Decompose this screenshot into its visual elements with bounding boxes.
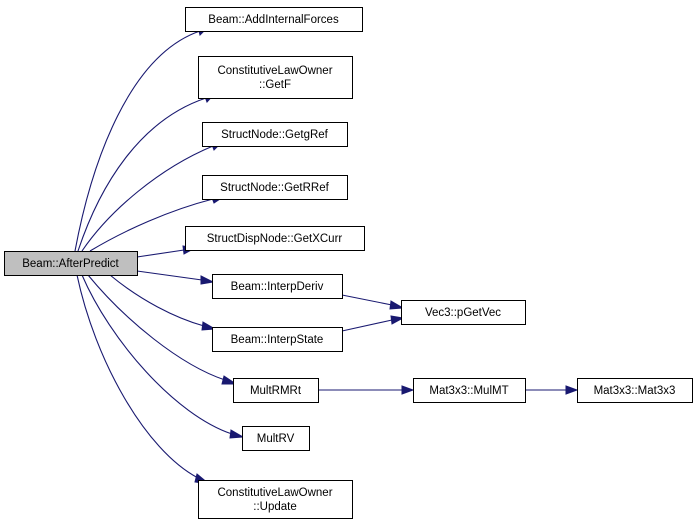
node-label: MultRV xyxy=(257,433,295,445)
node-mat3x3-mat3x3[interactable]: Mat3x3::Mat3x3 xyxy=(577,378,693,403)
arrowhead-icon xyxy=(401,385,415,395)
edge-root-to-n8 xyxy=(87,274,238,385)
node-beam-interpderiv[interactable]: Beam::InterpDeriv xyxy=(212,274,343,299)
node-box[interactable] xyxy=(185,226,365,251)
node-box[interactable] xyxy=(198,480,353,519)
node-label: ConstitutiveLawOwner xyxy=(217,487,332,499)
edge-line xyxy=(136,270,203,281)
node-label: Mat3x3::Mat3x3 xyxy=(594,385,676,397)
node-label: MultRMRt xyxy=(250,385,302,397)
arrowhead-icon xyxy=(221,375,238,385)
node-constitutivelawowner-update[interactable]: ConstitutiveLawOwner::Update xyxy=(198,480,353,519)
node-multrmrt[interactable]: MultRMRt xyxy=(233,378,319,403)
edge-line xyxy=(74,30,201,252)
edge-line xyxy=(87,274,226,381)
edge-line xyxy=(89,198,214,252)
node-label: Beam::AddInternalForces xyxy=(208,14,339,26)
edge-line xyxy=(341,319,393,332)
node-label: Mat3x3::MulMT xyxy=(429,385,508,397)
node-structdispnode-getxcurr[interactable]: StructDispNode::GetXCurr xyxy=(185,226,365,251)
edge-line xyxy=(76,274,199,479)
node-multrv[interactable]: MultRV xyxy=(242,426,310,451)
node-box[interactable] xyxy=(212,327,343,352)
node-structnode-getrref[interactable]: StructNode::GetRRef xyxy=(202,175,348,200)
node-box[interactable] xyxy=(202,175,348,200)
node-box[interactable] xyxy=(4,251,138,276)
node-label: ::GetF xyxy=(259,79,291,91)
node-beam-afterpredict[interactable]: Beam::AfterPredict xyxy=(4,251,138,276)
edge-line xyxy=(81,145,214,252)
node-beam-interpstate[interactable]: Beam::InterpState xyxy=(212,327,343,352)
edge-n7-to-n11 xyxy=(341,315,405,332)
node-label: StructNode::GetRRef xyxy=(220,182,329,194)
node-constitutivelawowner-getf[interactable]: ConstitutiveLawOwner::GetF xyxy=(198,56,353,99)
edge-n8-to-n12 xyxy=(318,385,415,395)
node-label: StructDispNode::GetXCurr xyxy=(207,233,343,245)
nodes-layer: Beam::AfterPredict Beam::AddInternalForce… xyxy=(4,7,693,519)
node-box[interactable] xyxy=(202,122,348,147)
arrowhead-icon xyxy=(390,315,405,325)
edge-root-to-n6 xyxy=(136,270,215,285)
arrowhead-icon xyxy=(229,429,245,439)
edge-n12-to-n13 xyxy=(525,385,579,395)
node-label: Beam::AfterPredict xyxy=(22,258,119,270)
node-label: StructNode::GetgRef xyxy=(221,129,329,141)
node-vec3-pgetvec[interactable]: Vec3::pGetVec xyxy=(401,300,526,325)
edge-line xyxy=(81,274,233,435)
edge-line xyxy=(136,249,185,258)
node-box[interactable] xyxy=(242,426,310,451)
node-box[interactable] xyxy=(577,378,693,403)
edge-root-to-n7 xyxy=(109,274,217,331)
node-label: ConstitutiveLawOwner xyxy=(217,65,332,77)
node-mat3x3-mulmt[interactable]: Mat3x3::MulMT xyxy=(413,378,526,403)
arrowhead-icon xyxy=(389,300,405,310)
node-label: Vec3::pGetVec xyxy=(425,307,501,319)
arrowhead-icon xyxy=(200,275,215,285)
node-box[interactable] xyxy=(185,7,363,32)
edge-line xyxy=(341,294,393,306)
node-label: Beam::InterpDeriv xyxy=(231,281,324,293)
edge-line xyxy=(77,97,207,252)
node-label: Beam::InterpState xyxy=(231,334,324,346)
edge-line xyxy=(109,274,205,327)
node-box[interactable] xyxy=(212,274,343,299)
edge-root-to-n10 xyxy=(76,274,211,485)
node-box[interactable] xyxy=(413,378,526,403)
edge-n6-to-n11 xyxy=(341,294,405,310)
arrowhead-icon xyxy=(201,321,217,331)
node-box[interactable] xyxy=(233,378,319,403)
edge-root-to-n9 xyxy=(81,274,245,439)
node-box[interactable] xyxy=(401,300,526,325)
node-structnode-getgref[interactable]: StructNode::GetgRef xyxy=(202,122,348,147)
node-label: ::Update xyxy=(253,501,296,513)
node-box[interactable] xyxy=(198,56,353,99)
node-beam-addinternalforces[interactable]: Beam::AddInternalForces xyxy=(185,7,363,32)
arrowhead-icon xyxy=(565,385,579,395)
